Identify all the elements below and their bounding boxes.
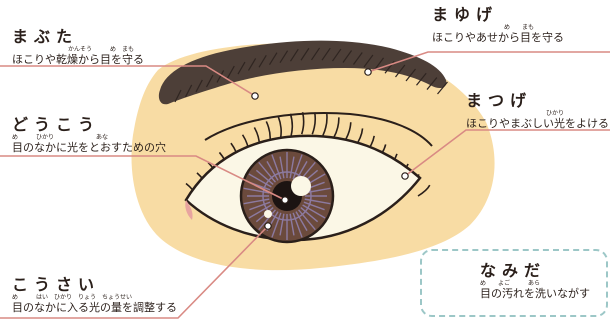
anchor-dot bbox=[265, 223, 271, 229]
label-matsuge: まつげ ひかり ほこりやまぶしい光をよける bbox=[466, 92, 609, 130]
furigana: ひかり bbox=[466, 110, 609, 117]
label-mayuge: まゆげ め まも ほこりやあせから目を守る bbox=[432, 6, 564, 44]
label-title: なみだ bbox=[480, 262, 590, 280]
label-description: 目のなかに入る光の量を調整する bbox=[12, 301, 177, 314]
label-title: まつげ bbox=[466, 92, 609, 110]
label-description: ほこりや乾燥から目を守る bbox=[12, 53, 144, 66]
label-description: 目のなかに光をとおすための穴 bbox=[12, 141, 166, 154]
furigana: め よご あら bbox=[480, 280, 590, 287]
furigana: め まも bbox=[432, 24, 564, 31]
furigana: め はい ひかり りょう ちょうせい bbox=[12, 294, 177, 301]
furigana: め ひかり あな bbox=[12, 134, 166, 141]
furigana: かんそう め まも bbox=[12, 46, 144, 53]
label-title: まぶた bbox=[12, 28, 144, 46]
label-title: どうこう bbox=[12, 116, 166, 134]
label-title: こうさい bbox=[12, 276, 177, 294]
label-doukou: どうこう め ひかり あな 目のなかに光をとおすための穴 bbox=[12, 116, 166, 154]
anchor-dot bbox=[402, 173, 408, 179]
label-title: まゆげ bbox=[432, 6, 564, 24]
label-description: ほこりやあせから目を守る bbox=[432, 31, 564, 44]
anchor-dot bbox=[282, 197, 288, 203]
eye-highlight-large bbox=[291, 176, 311, 196]
anchor-dot bbox=[252, 93, 258, 99]
label-description: ほこりやまぶしい光をよける bbox=[466, 117, 609, 130]
label-mabuta: まぶた かんそう め まも ほこりや乾燥から目を守る bbox=[12, 28, 144, 66]
label-kousai: こうさい め はい ひかり りょう ちょうせい 目のなかに入る光の量を調整する bbox=[12, 276, 177, 314]
label-description: 目の汚れを洗いながす bbox=[480, 287, 590, 300]
anchor-dot bbox=[365, 69, 371, 75]
label-namida: なみだ め よご あら 目の汚れを洗いながす bbox=[480, 262, 590, 300]
eye-highlight-small bbox=[264, 210, 272, 218]
